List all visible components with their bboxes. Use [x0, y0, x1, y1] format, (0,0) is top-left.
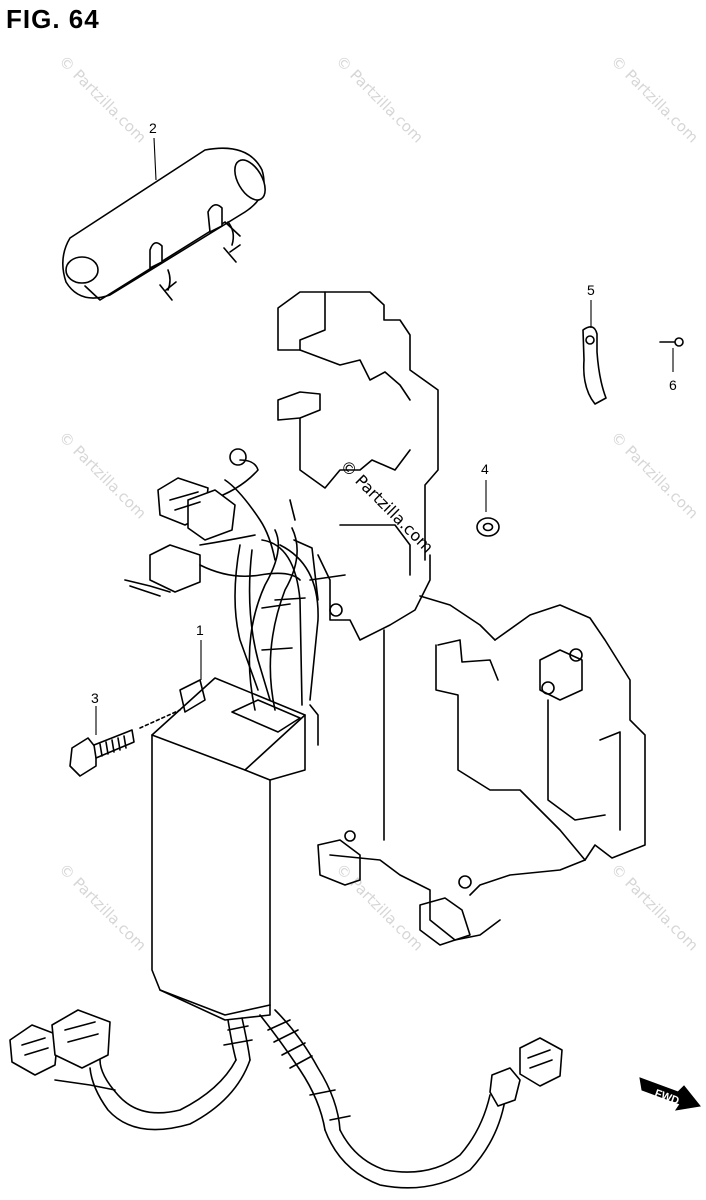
ignition-coil-part-2[interactable] — [62, 147, 272, 301]
upper-wire-harness — [124, 448, 319, 711]
callout-6: 6 — [669, 377, 677, 393]
clamp-part-5[interactable] — [582, 300, 607, 405]
mounting-bracket-lower — [317, 604, 646, 946]
callout-2: 2 — [149, 120, 157, 136]
callout-3: 3 — [91, 690, 99, 706]
lower-wire-harness — [9, 1009, 563, 1189]
figure-title: FIG. 64 — [6, 4, 100, 34]
bolt-part-3[interactable] — [69, 706, 181, 777]
screw-part-6[interactable] — [659, 337, 684, 372]
callout-4: 4 — [481, 461, 489, 477]
mounting-bracket-upper — [277, 291, 496, 841]
nut-part-4[interactable] — [476, 480, 500, 537]
forward-direction-arrow: FWD — [639, 1077, 701, 1111]
fwd-label: FWD — [653, 1088, 681, 1108]
control-unit-part-1[interactable] — [151, 677, 319, 1021]
callout-5: 5 — [587, 282, 595, 298]
callout-leaders — [153, 137, 202, 680]
callout-1: 1 — [196, 622, 204, 638]
